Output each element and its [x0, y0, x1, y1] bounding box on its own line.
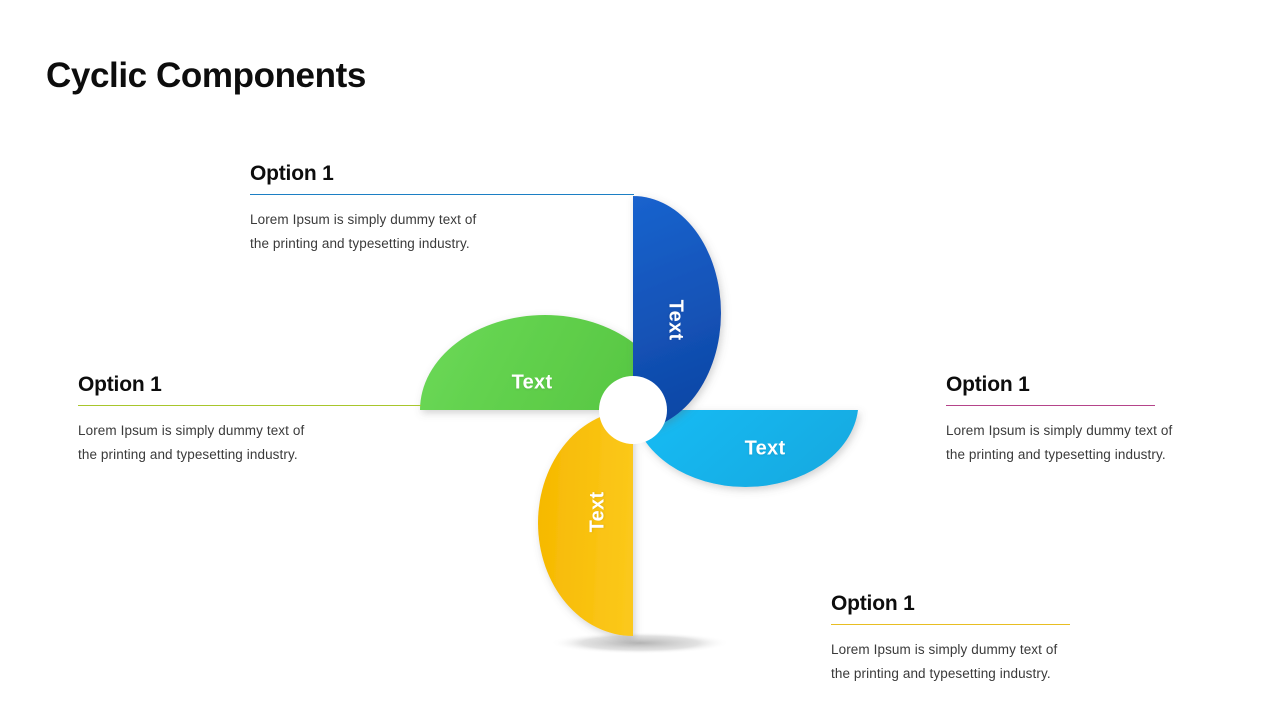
- page-title: Cyclic Components: [46, 56, 366, 95]
- option-body-top: Lorem Ipsum is simply dummy text of the …: [250, 208, 634, 256]
- option-title-right: Option 1: [946, 373, 1030, 396]
- pinwheel-hub: [599, 376, 667, 444]
- option-body-line-1: Lorem Ipsum is simply dummy text of: [78, 423, 305, 438]
- option-block-top: Option 1 Lorem Ipsum is simply dummy tex…: [250, 160, 634, 256]
- option-rule-left: [78, 405, 421, 406]
- option-body-line-2: the printing and typesetting industry.: [250, 236, 470, 251]
- option-body-line-2: the printing and typesetting industry.: [78, 447, 298, 462]
- option-body-right: Lorem Ipsum is simply dummy text of the …: [946, 419, 1173, 467]
- option-title-top: Option 1: [250, 162, 334, 185]
- option-body-line-1: Lorem Ipsum is simply dummy text of: [250, 212, 477, 227]
- blade-label-yellow: Text: [586, 491, 609, 533]
- blade-label-cyan: Text: [744, 437, 786, 460]
- option-block-bottom: Option 1 Lorem Ipsum is simply dummy tex…: [831, 590, 1070, 686]
- option-rule-right: [946, 405, 1155, 406]
- option-body-bottom: Lorem Ipsum is simply dummy text of the …: [831, 638, 1070, 686]
- option-title-left: Option 1: [78, 373, 162, 396]
- pinwheel-blade-yellow[interactable]: [538, 410, 633, 636]
- option-block-right: Option 1 Lorem Ipsum is simply dummy tex…: [946, 371, 1173, 467]
- option-body-line-2: the printing and typesetting industry.: [946, 447, 1166, 462]
- option-rule-bottom: [831, 624, 1070, 625]
- blade-label-blue: Text: [664, 299, 687, 341]
- diagram-ground-shadow: [550, 632, 730, 654]
- option-body-left: Lorem Ipsum is simply dummy text of the …: [78, 419, 421, 467]
- option-rule-top: [250, 194, 634, 195]
- option-block-left: Option 1 Lorem Ipsum is simply dummy tex…: [78, 371, 421, 467]
- option-body-line-1: Lorem Ipsum is simply dummy text of: [946, 423, 1173, 438]
- blade-label-green: Text: [511, 371, 553, 394]
- option-title-bottom: Option 1: [831, 592, 915, 615]
- option-body-line-1: Lorem Ipsum is simply dummy text of: [831, 642, 1058, 657]
- option-body-line-2: the printing and typesetting industry.: [831, 666, 1051, 681]
